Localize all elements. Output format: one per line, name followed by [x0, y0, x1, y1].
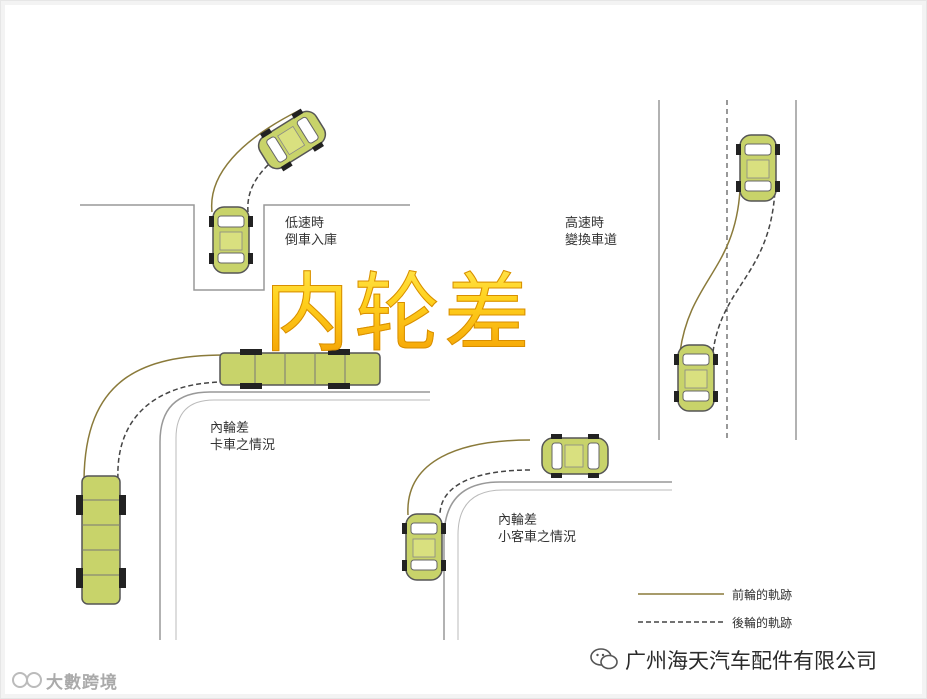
car-rear-track [439, 469, 531, 516]
truck-road-inner [175, 399, 430, 640]
truck-line1: 內輪差 [210, 421, 250, 436]
truck-line2: 卡車之情況 [210, 438, 276, 453]
parking-scene [80, 103, 410, 291]
parking-front-track [210, 109, 301, 213]
lane-car-rear [673, 344, 719, 412]
parking-car-parked [208, 206, 254, 274]
truck-rear-track [117, 381, 226, 481]
diagram-title: 内轮差 [264, 243, 534, 368]
truck-label: 內輪差 卡車之情況 [210, 420, 275, 454]
small-car-scene [401, 433, 672, 640]
high-speed-line1: 高速時 [565, 216, 605, 231]
parking-car-moving [251, 103, 333, 177]
truck-vertical [76, 475, 126, 605]
low-speed-line1: 低速時 [285, 216, 325, 231]
car-label: 內輪差 小客車之情況 [498, 512, 576, 546]
truck-horizontal [219, 349, 381, 389]
car-front-track [407, 439, 531, 516]
watermark-company-name: 广州海天汽车配件有限公司 [625, 649, 877, 673]
car-road-inner [457, 489, 672, 640]
lane-rear-track [712, 189, 776, 353]
truck-road-outer [159, 391, 430, 640]
watermark-logo-icon [12, 672, 42, 688]
low-speed-line2: 倒車入庫 [285, 233, 338, 248]
parking-rear-track [247, 129, 321, 213]
small-car-vertical [401, 513, 447, 581]
legend-front-label: 前輪的軌跡 [732, 588, 793, 602]
truck-front-track [83, 354, 226, 481]
watermark-left-text: 大數跨境 [46, 673, 118, 693]
lane-change-scene [658, 100, 797, 440]
wechat-icon [590, 648, 618, 670]
car-road-outer [443, 481, 672, 640]
car-line1: 內輪差 [498, 513, 538, 528]
lane-front-track [679, 189, 741, 353]
high-speed-label: 高速時 變換車道 [565, 215, 617, 249]
truck-scene [76, 349, 430, 640]
parking-lot-outline [80, 204, 410, 291]
low-speed-label: 低速時 倒車入庫 [285, 215, 337, 249]
small-car-horizontal [541, 433, 609, 479]
high-speed-line2: 變換車道 [565, 233, 618, 248]
car-line2: 小客車之情況 [498, 530, 577, 545]
legend-rear-label: 後輪的軌跡 [732, 616, 793, 630]
lane-car-front [735, 134, 781, 202]
